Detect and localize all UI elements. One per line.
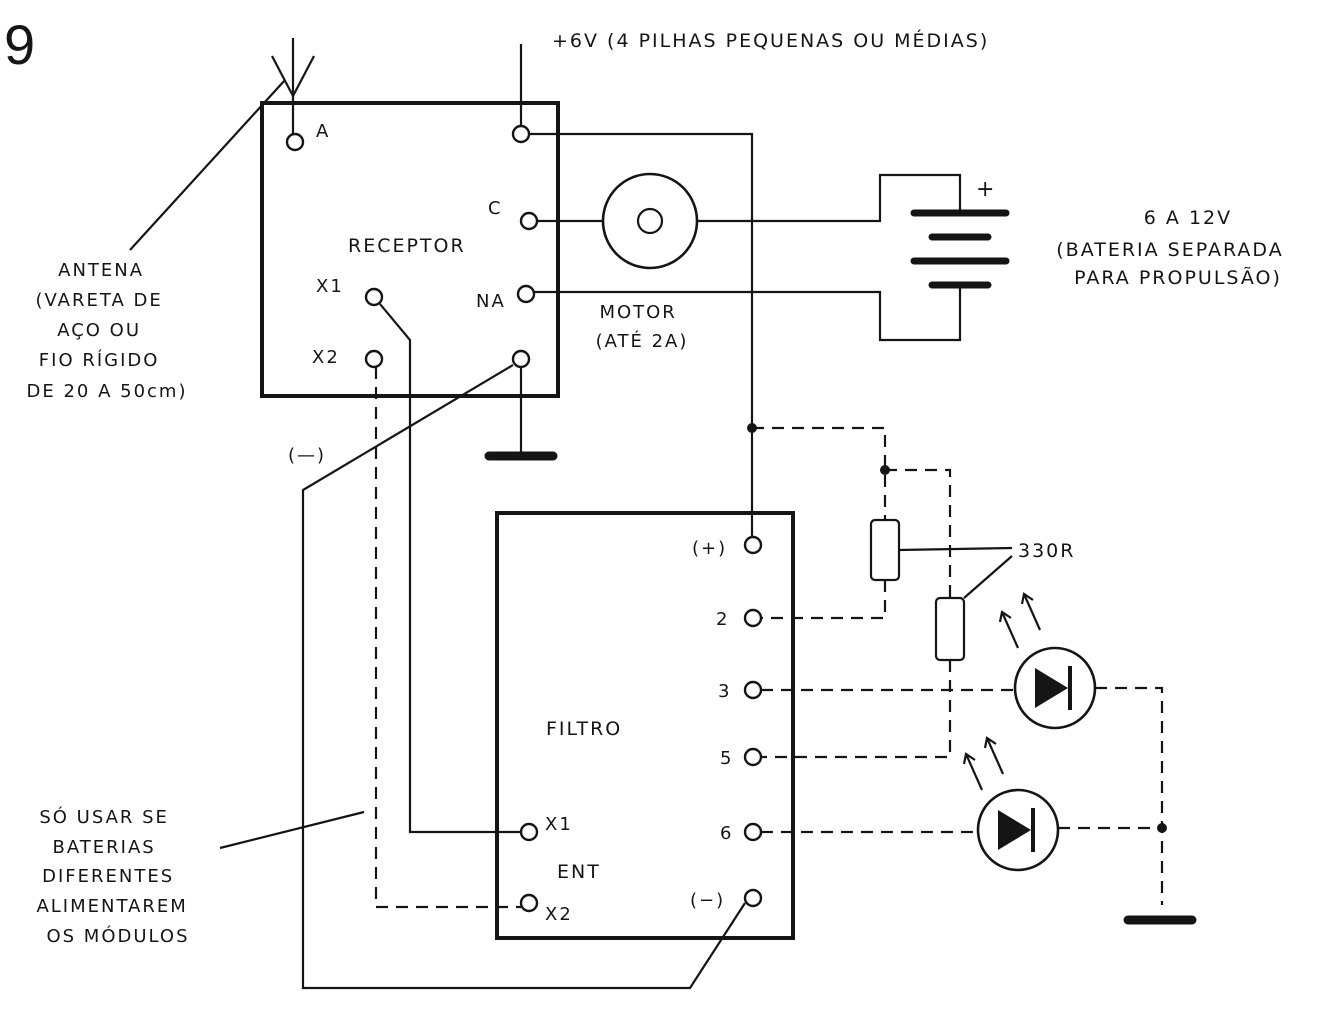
resistor-callout-2 bbox=[963, 555, 1013, 599]
battery-icon bbox=[910, 209, 1010, 289]
filter-label-x1: X1 bbox=[545, 814, 573, 835]
filter-box bbox=[495, 511, 795, 940]
filter-terminal-x2 bbox=[519, 893, 539, 913]
filter-label-2: 2 bbox=[716, 609, 729, 630]
resistor-2-icon bbox=[934, 596, 966, 662]
receiver-label-a: A bbox=[316, 121, 330, 142]
filter-module: FILTRO ENT (+) 2 3 5 6 (−) X1 X2 bbox=[495, 511, 795, 940]
resistor-junction bbox=[880, 465, 890, 475]
filter-input-label: ENT bbox=[557, 861, 601, 883]
resistor-callout-1 bbox=[898, 546, 1013, 552]
wire-resistor2-pin5-dashed bbox=[761, 660, 952, 759]
receiver-title: RECEPTOR bbox=[348, 235, 466, 257]
filter-label-3: 3 bbox=[718, 681, 731, 702]
filter-label-x2: X2 bbox=[545, 904, 573, 925]
motor-label: MOTOR (ATÉ 2A) bbox=[596, 302, 689, 352]
note-label: SÓ USAR SE BATERIAS DIFERENTES ALIMENTAR… bbox=[36, 806, 195, 947]
supply-label: +6V (4 PILHAS PEQUENAS OU MÉDIAS) bbox=[552, 29, 989, 52]
wire-x1 bbox=[379, 303, 521, 834]
receiver-terminal-plus bbox=[511, 124, 531, 144]
receiver-terminal-c bbox=[519, 211, 539, 231]
filter-terminal-minus bbox=[743, 888, 763, 908]
led-1-icon bbox=[998, 592, 1097, 730]
receiver-terminal-a bbox=[285, 132, 305, 152]
negative-label: (—) bbox=[288, 445, 326, 466]
filter-terminal-2 bbox=[743, 608, 763, 628]
receiver-label-x1: X1 bbox=[316, 276, 344, 297]
wire-na-battery bbox=[534, 288, 962, 342]
receiver-label-x2: X2 bbox=[312, 347, 340, 368]
figure-number: 9 bbox=[4, 13, 35, 76]
wire-led1-ground-dashed bbox=[1095, 686, 1164, 905]
wire-x2-dashed bbox=[374, 367, 521, 909]
note-callout-line bbox=[219, 810, 365, 850]
filter-label-5: 5 bbox=[720, 748, 733, 769]
receiver-terminal-x2 bbox=[364, 349, 384, 369]
negative-wire bbox=[301, 364, 746, 990]
resistor-1-icon bbox=[869, 518, 901, 582]
resistor-label: 330R bbox=[1018, 540, 1075, 562]
battery-plus-sign: + bbox=[976, 177, 996, 202]
motor-icon bbox=[601, 172, 699, 270]
receiver-terminal-na bbox=[516, 284, 536, 304]
antenna-callout-line bbox=[129, 79, 286, 251]
wire-bus-resistor1-dashed bbox=[752, 426, 887, 520]
antenna-label: ANTENA (VARETA DE AÇO OU FIO RÍGIDO DE 2… bbox=[27, 260, 188, 402]
motor bbox=[601, 172, 699, 270]
receiver-label-na: NA bbox=[476, 291, 506, 312]
battery-label: 6 A 12V (BATERIA SEPARADA PARA PROPULSÃO… bbox=[1056, 207, 1292, 289]
filter-title: FILTRO bbox=[546, 718, 622, 740]
filter-label-6: 6 bbox=[720, 823, 733, 844]
filter-terminal-3 bbox=[743, 680, 763, 700]
filter-label-plus: (+) bbox=[692, 538, 727, 559]
led-ground-junction bbox=[1157, 823, 1167, 833]
wire-resistor2-feed-dashed bbox=[885, 468, 952, 598]
filter-terminal-5 bbox=[743, 747, 763, 767]
filter-terminal-6 bbox=[743, 822, 763, 842]
filter-terminal-x1 bbox=[519, 822, 539, 842]
filter-terminal-plus bbox=[743, 535, 763, 555]
filter-label-minus: (−) bbox=[690, 890, 725, 911]
receiver-label-c: C bbox=[488, 198, 503, 219]
receiver-terminal-minus bbox=[511, 349, 531, 369]
receiver-terminal-x1 bbox=[364, 287, 384, 307]
led-2-icon bbox=[962, 736, 1060, 872]
antenna-icon bbox=[271, 38, 315, 134]
wire-motor-battery bbox=[697, 173, 962, 223]
wire-resistor1-pin2-dashed bbox=[761, 580, 887, 620]
